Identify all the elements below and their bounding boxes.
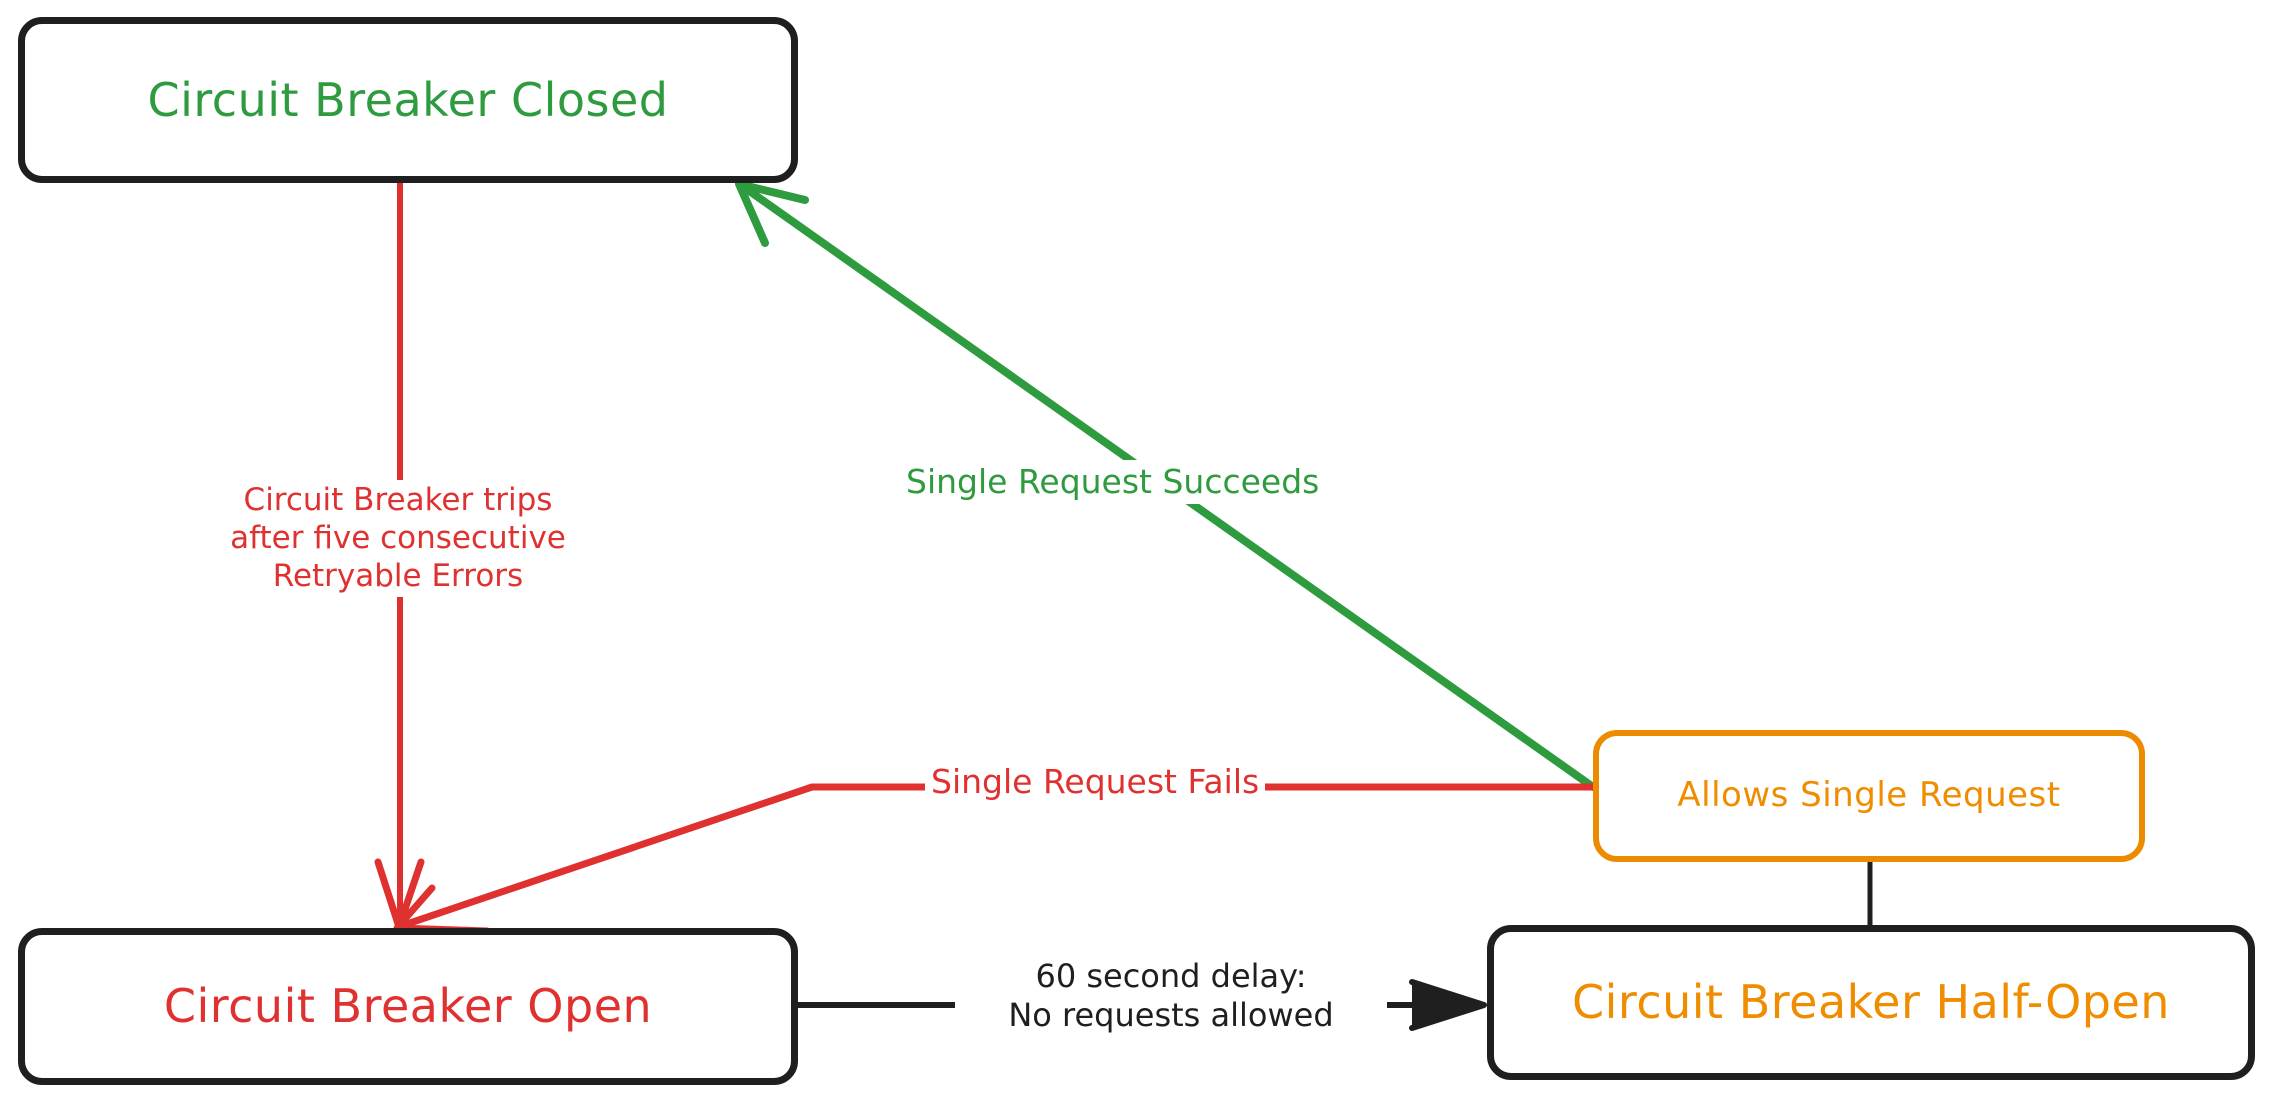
edge-label-single-request-succeeds: Single Request Succeeds: [900, 460, 1326, 505]
node-allows-single-request-label: Allows Single Request: [1677, 775, 2061, 816]
edge-label-60-second-delay: 60 second delay: No requests allowed: [955, 955, 1387, 1038]
node-circuit-breaker-closed[interactable]: Circuit Breaker Closed: [18, 17, 798, 183]
edge-fails-line: [400, 783, 1597, 929]
node-circuit-breaker-half-open-label: Circuit Breaker Half-Open: [1572, 975, 2170, 1030]
edge-succeeds-arrowhead: [735, 180, 809, 247]
node-circuit-breaker-open[interactable]: Circuit Breaker Open: [18, 928, 798, 1085]
node-circuit-breaker-open-label: Circuit Breaker Open: [163, 979, 653, 1034]
edge-label-single-request-fails: Single Request Fails: [925, 760, 1266, 805]
node-circuit-breaker-half-open[interactable]: Circuit Breaker Half-Open: [1487, 925, 2255, 1080]
edge-delay-arrowhead: [1409, 979, 1487, 1031]
node-allows-single-request[interactable]: Allows Single Request: [1593, 730, 2145, 862]
edge-fails: [393, 783, 1597, 935]
edge-label-trips: Circuit Breaker trips after five consecu…: [182, 480, 614, 598]
node-circuit-breaker-closed-label: Circuit Breaker Closed: [147, 72, 669, 127]
